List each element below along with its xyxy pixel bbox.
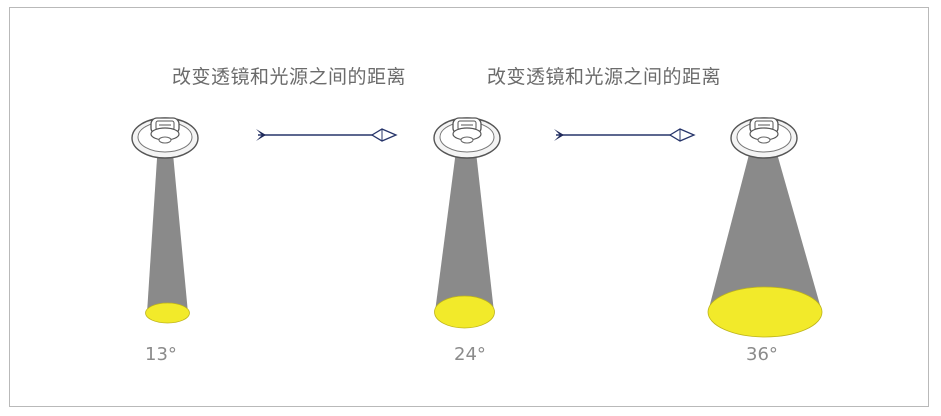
spotlight-icon [131, 117, 199, 159]
caption-right: 改变透镜和光源之间的距离 [487, 66, 722, 88]
arrow-right-icon [255, 128, 397, 142]
angle-label-24: 24° [454, 344, 486, 365]
beam-36 [707, 143, 823, 338]
spotlight-icon [730, 117, 798, 159]
arrow-right-icon [553, 128, 695, 142]
caption-left: 改变透镜和光源之间的距离 [172, 66, 407, 88]
beam-13 [145, 143, 190, 324]
angle-label-36: 36° [746, 344, 778, 365]
spotlight-icon [433, 117, 501, 159]
beam-24 [434, 143, 495, 329]
angle-label-13: 13° [145, 344, 177, 365]
